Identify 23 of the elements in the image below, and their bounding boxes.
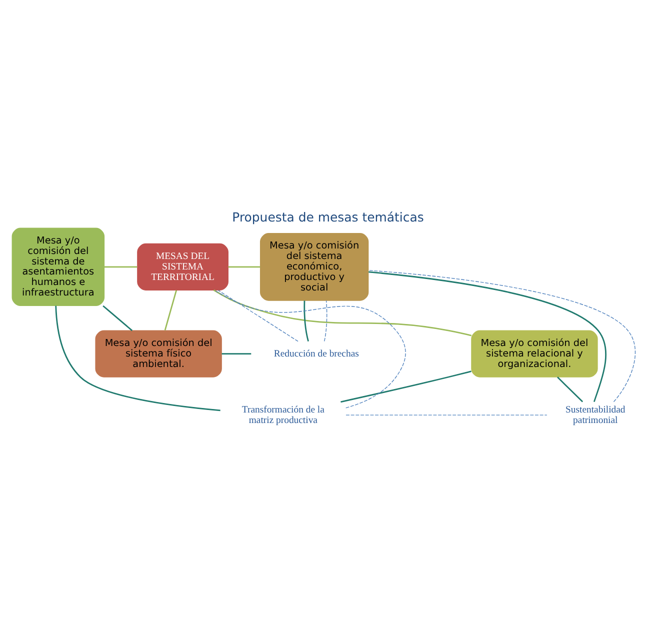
- node-box: Mesa y/o comisión del sistema de asentamientos humanos e infraestructura: [12, 227, 105, 306]
- connector: [324, 300, 328, 342]
- connector: [346, 414, 548, 415]
- connector: [102, 304, 133, 331]
- connector: [222, 352, 252, 354]
- connector: [164, 290, 178, 330]
- node-box: Mesa y/o comisión del sistema físico ambiental.: [95, 330, 222, 377]
- node-box: Mesa y/o comisión del sistema relacional y organizacional.: [471, 330, 598, 377]
- node-text: Transformación de la matriz productiva: [242, 404, 324, 426]
- node-box: MESAS DEL SISTEMA TERRITORIAL: [137, 242, 228, 290]
- connector: [55, 305, 220, 411]
- connector: [340, 370, 472, 402]
- connector: [218, 289, 298, 342]
- connector: [214, 289, 406, 408]
- node-box: Mesa y/o comisión del sistema económico, productivo y social: [260, 232, 369, 300]
- connector: [557, 376, 584, 402]
- connector: [228, 266, 260, 268]
- node-text: Reducción de brechas: [274, 348, 359, 359]
- node-text: Sustentabilidad patrimonial: [566, 404, 626, 426]
- connector: [213, 289, 472, 336]
- connector: [104, 266, 138, 268]
- connector: [304, 300, 309, 341]
- diagram-title: Propuesta de mesas temáticas: [232, 209, 424, 224]
